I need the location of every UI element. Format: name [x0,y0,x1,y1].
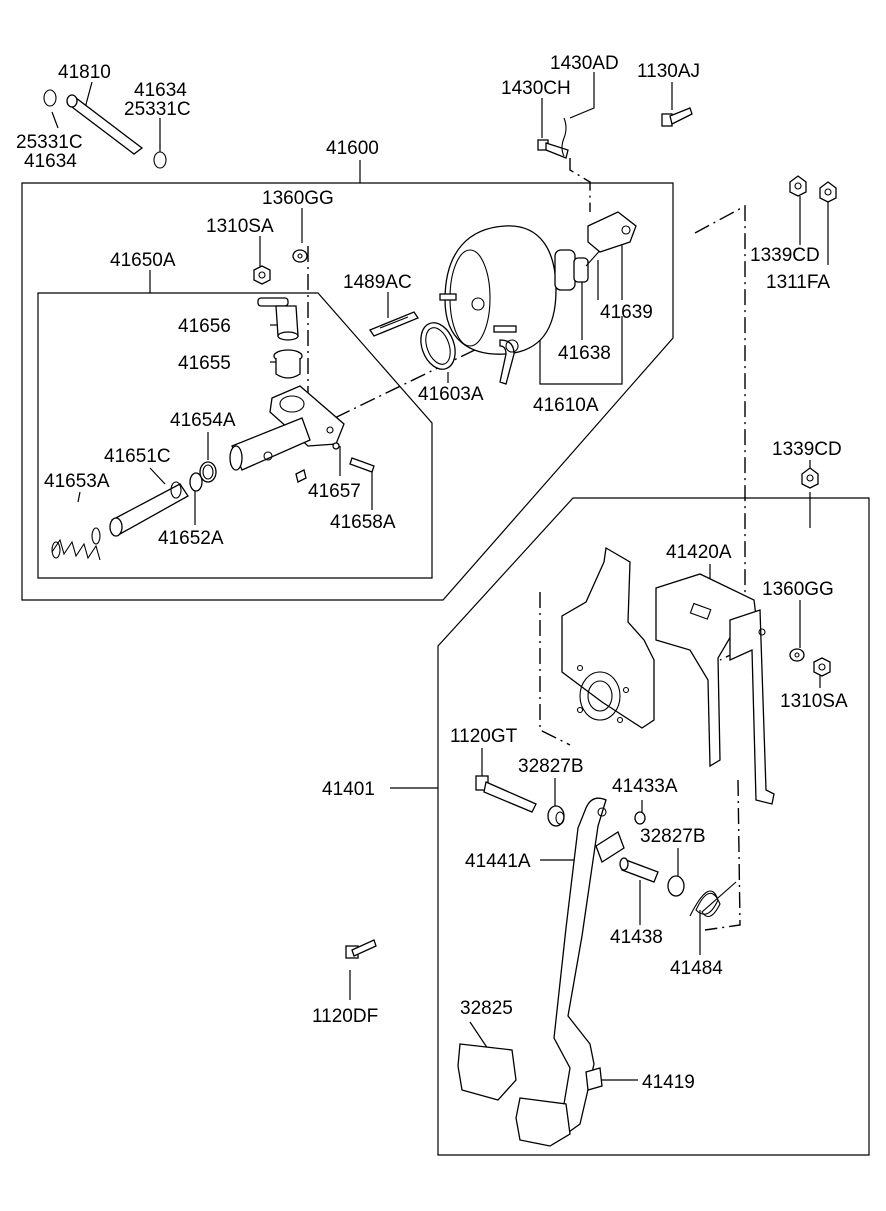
booster-group-box [21,182,674,601]
label-25331c-left: 25331C [16,132,83,153]
label-32827b-left: 32827B [518,756,584,777]
pedal-pivot-centerline [704,779,741,931]
label-41810: 41810 [58,62,111,83]
label-41441a: 41441A [465,851,531,872]
label-41600: 41600 [326,138,379,159]
pushrod-centerline [569,158,591,212]
master-cylinder-body [229,385,345,471]
clevis-pin-41810 [43,89,167,169]
label-1310sa-right: 1310SA [780,691,848,712]
label-41610a: 41610A [533,395,599,416]
label-41634-top: 41634 [134,80,187,101]
label-41657: 41657 [308,481,361,502]
label-1339cd-right: 1339CD [772,439,842,460]
cylinder-centerline [309,327,521,431]
reservoir-fitting-41656 [257,297,299,341]
label-41419: 41419 [642,1072,695,1093]
booster-gasket-41603a [420,322,456,370]
bleed-screw-41657 [295,442,340,483]
label-25331c-top: 25331C [124,99,191,120]
label-41652a: 41652A [158,528,224,549]
label-41638: 41638 [558,343,611,364]
label-41650a: 41650A [110,250,176,271]
label-1360gg-top: 1360GG [262,188,334,209]
label-41420a: 41420A [666,542,732,563]
nut-1339cd-right [801,467,819,489]
spring-41484 [689,881,737,918]
label-1120df: 1120DF [312,1006,378,1027]
pedal-mounting-plate [561,546,655,729]
master-cylinder-group-box [37,292,433,579]
label-1310sa-top: 1310SA [206,216,274,237]
nut-1311fa [819,181,837,203]
label-41654a: 41654A [170,410,236,431]
label-32827b-right: 32827B [640,826,706,847]
label-41484: 41484 [670,958,723,979]
label-1311fa: 1311FA [766,272,830,293]
pushrod-bolt-1430ch [537,117,569,159]
label-1430ad: 1430AD [550,53,619,74]
piston-41651c [109,481,189,537]
label-41634-left: 41634 [24,151,77,172]
label-41651c: 41651C [104,446,171,467]
label-41658a: 41658A [330,512,396,533]
washer-1360gg-top [292,249,308,263]
label-41603a: 41603A [418,384,484,405]
sleeve-41438 [619,857,659,883]
label-32825: 32825 [460,998,513,1019]
washer-1360gg-right [789,648,805,662]
bolt-1120df [345,939,377,959]
label-41438: 41438 [610,927,663,948]
part-labels: 41810 41634 25331C 25331C 41634 41600 14… [16,53,848,1093]
seal-41652a [189,472,203,492]
nut-1310sa-right [813,657,831,677]
bracket-41420a [655,573,775,805]
stopper-41419 [585,1067,603,1091]
label-1489ac: 1489AC [343,272,412,293]
brake-booster-41610a [439,211,637,385]
label-41655: 41655 [178,353,231,374]
label-41656: 41656 [178,316,231,337]
label-1430ch: 1430CH [501,78,571,99]
label-41639: 41639 [600,302,653,323]
label-41653a: 41653A [44,471,110,492]
grommet-41655 [273,349,303,379]
brake-pedal-arm-41441a [553,797,625,1135]
pedal-pad-32825 [457,1043,571,1147]
label-41433a: 41433A [612,776,678,797]
bolt-1120gt [475,775,537,813]
nut-1310sa-top [253,265,271,285]
label-1130aj: 1130AJ [637,61,700,82]
leader-lines [51,72,829,1081]
nut-1339cd-top [789,175,807,197]
spring-41653a [51,527,101,561]
label-1339cd-top: 1339CD [750,245,820,266]
seal-41654a [199,461,217,483]
plate-1489ac [369,311,419,337]
bushing-32827b-right [667,875,685,897]
label-41401: 41401 [322,779,375,800]
label-1360gg-right: 1360GG [762,579,834,600]
bolt-1130aj [661,107,693,127]
bushing-41433a [634,811,646,825]
pedal-group-box [437,497,870,1156]
label-1120gt: 1120GT [450,726,518,747]
bushing-32827b-left [547,805,565,827]
pin-41658a [349,457,375,473]
